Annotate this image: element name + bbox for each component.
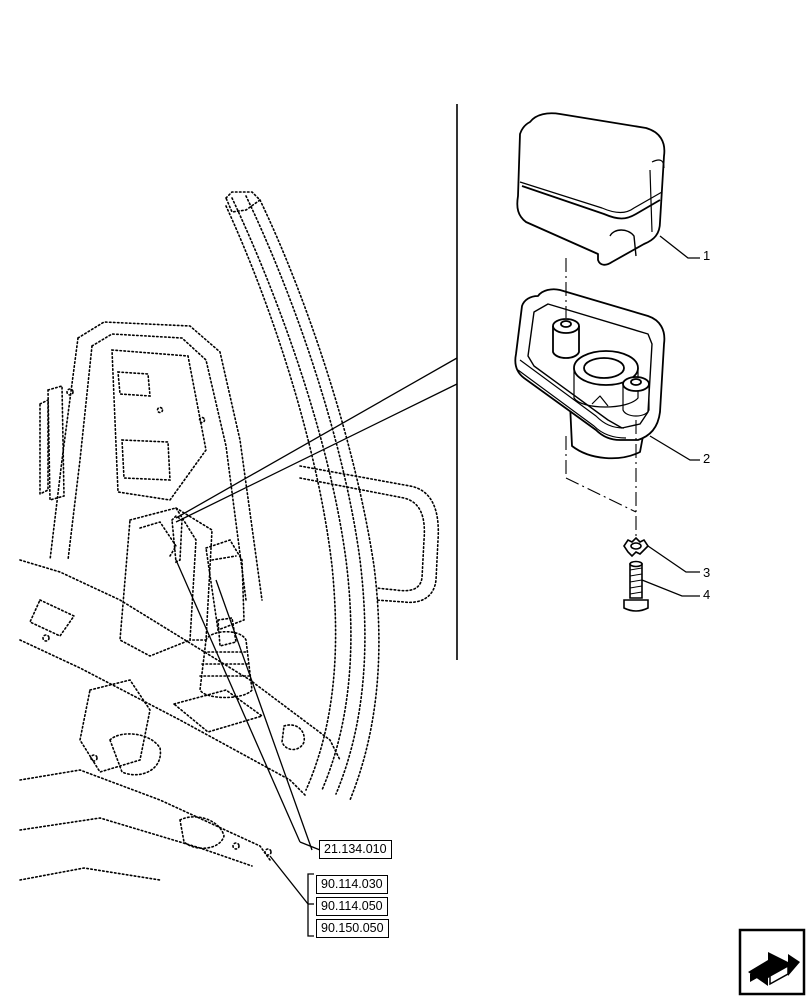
callout-2: 2 bbox=[703, 451, 711, 466]
cab-assembly-outline bbox=[19, 191, 440, 881]
armrest-cushion bbox=[516, 112, 666, 266]
callout-1: 1 bbox=[703, 248, 711, 263]
reference-box-21-134-010[interactable]: 21.134.010 bbox=[319, 840, 392, 859]
reference-box-90-114-030[interactable]: 90.114.030 bbox=[316, 875, 388, 894]
armrest-base bbox=[514, 288, 666, 460]
lock-washer bbox=[623, 536, 650, 558]
leader-lines bbox=[175, 357, 458, 937]
reference-box-90-150-050[interactable]: 90.150.050 bbox=[316, 919, 389, 938]
callout-leaders bbox=[641, 235, 700, 597]
assembly-centerlines bbox=[565, 258, 637, 540]
reference-box-90-114-050[interactable]: 90.114.050 bbox=[316, 897, 388, 916]
callout-4: 4 bbox=[703, 587, 711, 602]
callout-3: 3 bbox=[703, 565, 711, 580]
arrow-box-icon[interactable] bbox=[738, 928, 806, 996]
bolt bbox=[623, 560, 649, 612]
